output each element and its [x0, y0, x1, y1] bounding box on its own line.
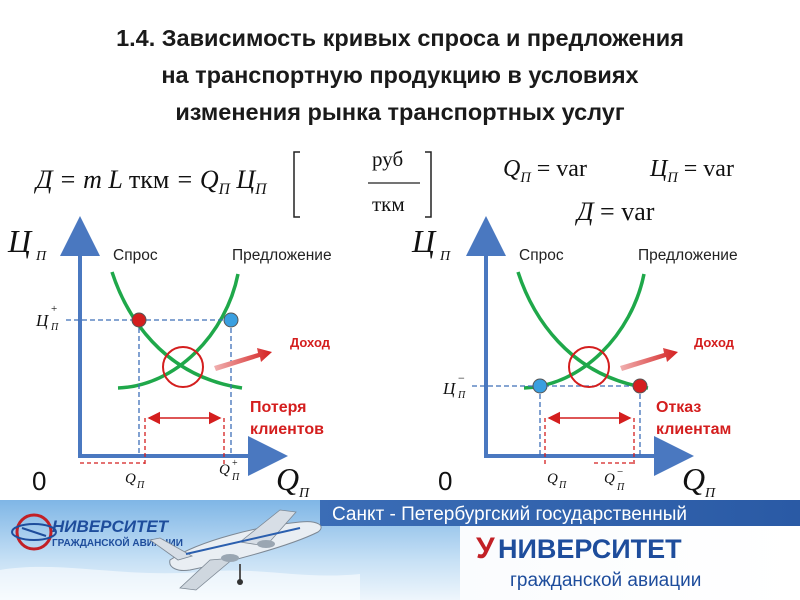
airplane-icon: [149, 509, 322, 591]
formula-part-b: = Q: [169, 165, 219, 194]
banner-clouds: [0, 566, 360, 600]
left-q1-label: Q: [125, 471, 136, 487]
banner-line-1: Санкт - Петербургский государственный: [332, 504, 687, 525]
right-q2-sup: −: [617, 466, 623, 478]
formula-sub-2: П: [255, 181, 267, 199]
left-supply-point: [223, 312, 239, 328]
left-equilibrium-circle: [162, 346, 204, 388]
price-var-formula: ЦП = var: [650, 156, 734, 187]
left-price-sub: П: [50, 322, 59, 333]
right-chart: Ц П Спрос Предложение Ц − П Доход Отказ …: [411, 216, 738, 500]
logo-text-1: НИВЕРСИТЕТ: [52, 517, 170, 536]
q-var-sub: П: [520, 169, 531, 186]
left-supply-curve: [117, 273, 240, 390]
left-income-label: Доход: [290, 335, 331, 350]
left-income-arrow: [214, 348, 272, 371]
right-income-arrow: [620, 348, 678, 371]
right-demand-point: [532, 378, 548, 394]
quantity-var-formula: QП = var: [503, 156, 587, 187]
unit-denominator: ткм: [372, 192, 405, 216]
right-income-label: Доход: [694, 335, 735, 350]
c-var-right: = var: [677, 156, 734, 182]
left-loss-line1: Потеря: [250, 399, 307, 416]
right-supply-label: Предложение: [638, 247, 738, 264]
title-line-3: изменения рынка транспортных услуг: [175, 99, 625, 125]
right-price-sup: −: [458, 371, 465, 385]
right-y-label-sub: П: [439, 249, 451, 264]
formula-sub-1: П: [218, 181, 230, 199]
left-q1-sub: П: [136, 480, 145, 491]
left-y-label-sub: П: [35, 249, 47, 264]
right-price-label: Ц: [442, 379, 457, 398]
banner-top-bar: [320, 500, 800, 526]
right-q1-label: Q: [547, 471, 558, 487]
university-logo: [11, 513, 57, 551]
left-y-label: Ц: [7, 223, 33, 259]
left-price-sup: +: [51, 303, 57, 315]
title-line-2: на транспортную продукцию в условиях: [161, 62, 639, 88]
logo-text-2: ГРАЖДАНСКОЙ АВИАЦИИ: [52, 536, 183, 549]
d-var-left: Д: [577, 197, 594, 226]
university-banner: НИВЕРСИТЕТ ГРАЖДАНСКОЙ АВИАЦИИ Санкт - П…: [0, 500, 800, 600]
right-equilibrium-circle: [568, 346, 610, 388]
left-demand-curve: [110, 271, 243, 390]
left-chart: Ц П Спрос Предложение Ц + П Доход Потеря…: [7, 216, 332, 500]
right-q2-label: Q: [604, 471, 615, 487]
right-q2-sub: П: [616, 482, 625, 493]
c-var-sub: П: [667, 169, 678, 186]
banner-line-2-first: У: [476, 532, 495, 565]
formula-bracket-left: [293, 151, 300, 218]
right-supply-curve: [523, 273, 646, 390]
right-price-sub: П: [457, 390, 466, 401]
right-demand-curve: [516, 271, 649, 390]
right-x-label: Q: [682, 461, 705, 497]
supply-demand-diagrams: Ц П Спрос Предложение Ц + П Доход Потеря…: [7, 151, 738, 500]
formula-bracket-right: [425, 151, 432, 218]
d-var-right: = var: [593, 197, 655, 226]
left-x-label: Q: [276, 461, 299, 497]
right-x-label-sub: П: [704, 486, 716, 500]
revenue-var-formula: Д = var: [577, 197, 654, 227]
right-y-label: Ц: [411, 223, 437, 259]
banner-line-3: гражданской авиации: [510, 570, 701, 591]
page-title: 1.4. Зависимость кривых спроса и предлож…: [0, 20, 800, 131]
revenue-formula: Д = m L ткм = QП ЦП: [36, 165, 266, 199]
left-demand-label: Спрос: [113, 247, 158, 264]
c-var-left: Ц: [650, 156, 668, 182]
right-origin-label: 0: [438, 466, 452, 496]
left-loss-line2: клиентов: [250, 421, 324, 438]
right-supply-point: [632, 378, 648, 394]
formula-part-mid: ткм: [128, 165, 170, 194]
left-x-label-sub: П: [298, 486, 310, 500]
right-q1-sub: П: [558, 480, 567, 491]
left-supply-label: Предложение: [232, 247, 332, 264]
left-demand-point: [131, 312, 147, 328]
right-demand-label: Спрос: [519, 247, 564, 264]
formula-part-c: Ц: [229, 165, 256, 194]
q-var-left: Q: [503, 156, 521, 182]
left-q2-label: Q: [219, 462, 230, 478]
formula-part-a: Д = m L: [36, 165, 129, 194]
right-loss-line1: Отказ: [656, 399, 701, 416]
left-q2-sub: П: [231, 472, 240, 483]
banner-graphics: НИВЕРСИТЕТ ГРАЖДАНСКОЙ АВИАЦИИ Санкт - П…: [0, 500, 800, 600]
left-price-label: Ц: [35, 311, 50, 330]
right-loss-line2: клиентам: [656, 421, 731, 438]
q-var-right: = var: [530, 156, 587, 182]
title-line-1: 1.4. Зависимость кривых спроса и предлож…: [116, 25, 684, 51]
banner-line-2-rest: НИВЕРСИТЕТ: [498, 534, 682, 564]
unit-numerator: руб: [372, 147, 404, 171]
left-q2-sup: +: [232, 458, 238, 469]
left-origin-label: 0: [32, 466, 46, 496]
